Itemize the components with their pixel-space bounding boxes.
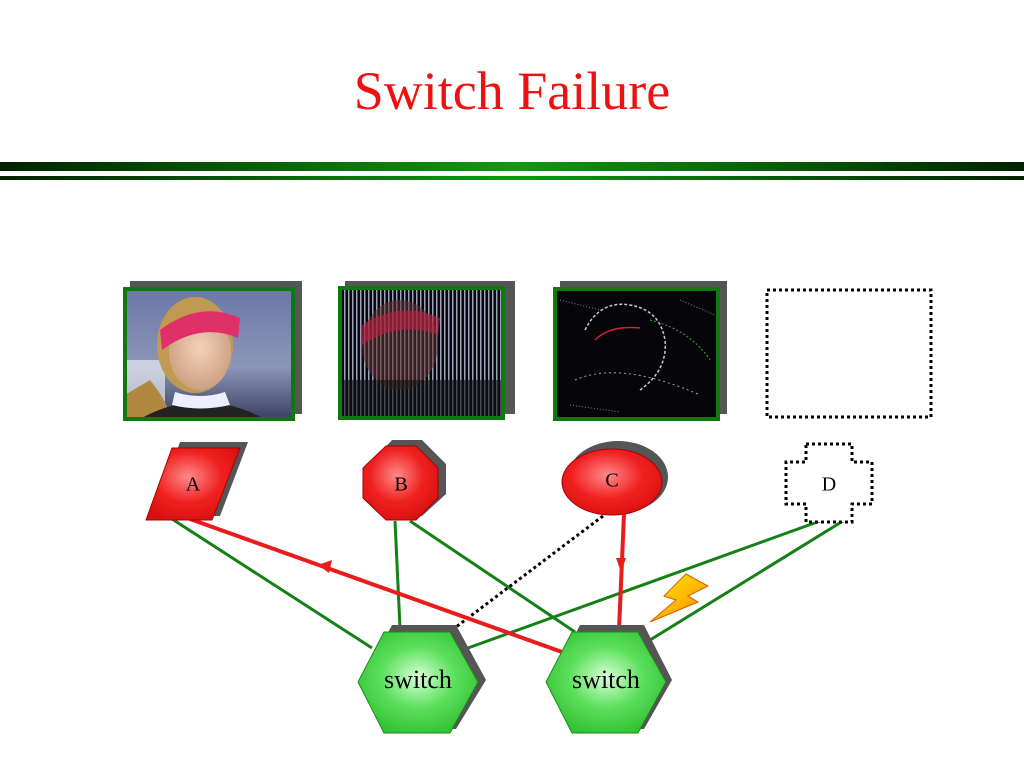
link-a-switch-left <box>171 517 373 650</box>
video-frame-c <box>553 281 727 421</box>
node-a: A <box>145 442 248 521</box>
lightning-bolt-icon <box>649 573 710 623</box>
links <box>171 513 844 654</box>
link-d-switch-left <box>467 519 821 650</box>
rule-thin <box>0 176 1024 180</box>
switch-right-label: switch <box>572 665 640 694</box>
video-frame-d-empty <box>765 288 933 419</box>
node-c-label: C <box>605 470 618 492</box>
link-c-switch-left-dotted <box>451 514 604 632</box>
arrowhead-toward-a <box>318 560 332 573</box>
switch-right: switch <box>545 625 672 734</box>
link-b-switch-right <box>409 519 576 634</box>
node-b: B <box>362 440 446 521</box>
video-frame-a <box>123 281 302 421</box>
slide-title: Switch Failure <box>353 61 671 121</box>
link-d-switch-right <box>649 519 844 642</box>
title-rule <box>0 162 1024 180</box>
node-a-label: A <box>186 474 201 496</box>
link-switch-right-a <box>189 517 563 654</box>
node-d-label: D <box>822 474 836 496</box>
node-c: C <box>561 441 668 516</box>
arrowhead-c-down <box>616 558 626 572</box>
switch-left: switch <box>357 625 486 734</box>
node-d: D <box>784 442 874 524</box>
link-c-switch-right <box>617 513 626 631</box>
link-b-switch-left <box>393 520 402 629</box>
switch-left-label: switch <box>384 665 452 694</box>
video-frame-b <box>338 281 515 420</box>
rule-thick <box>0 162 1024 171</box>
node-b-label: B <box>394 474 407 496</box>
